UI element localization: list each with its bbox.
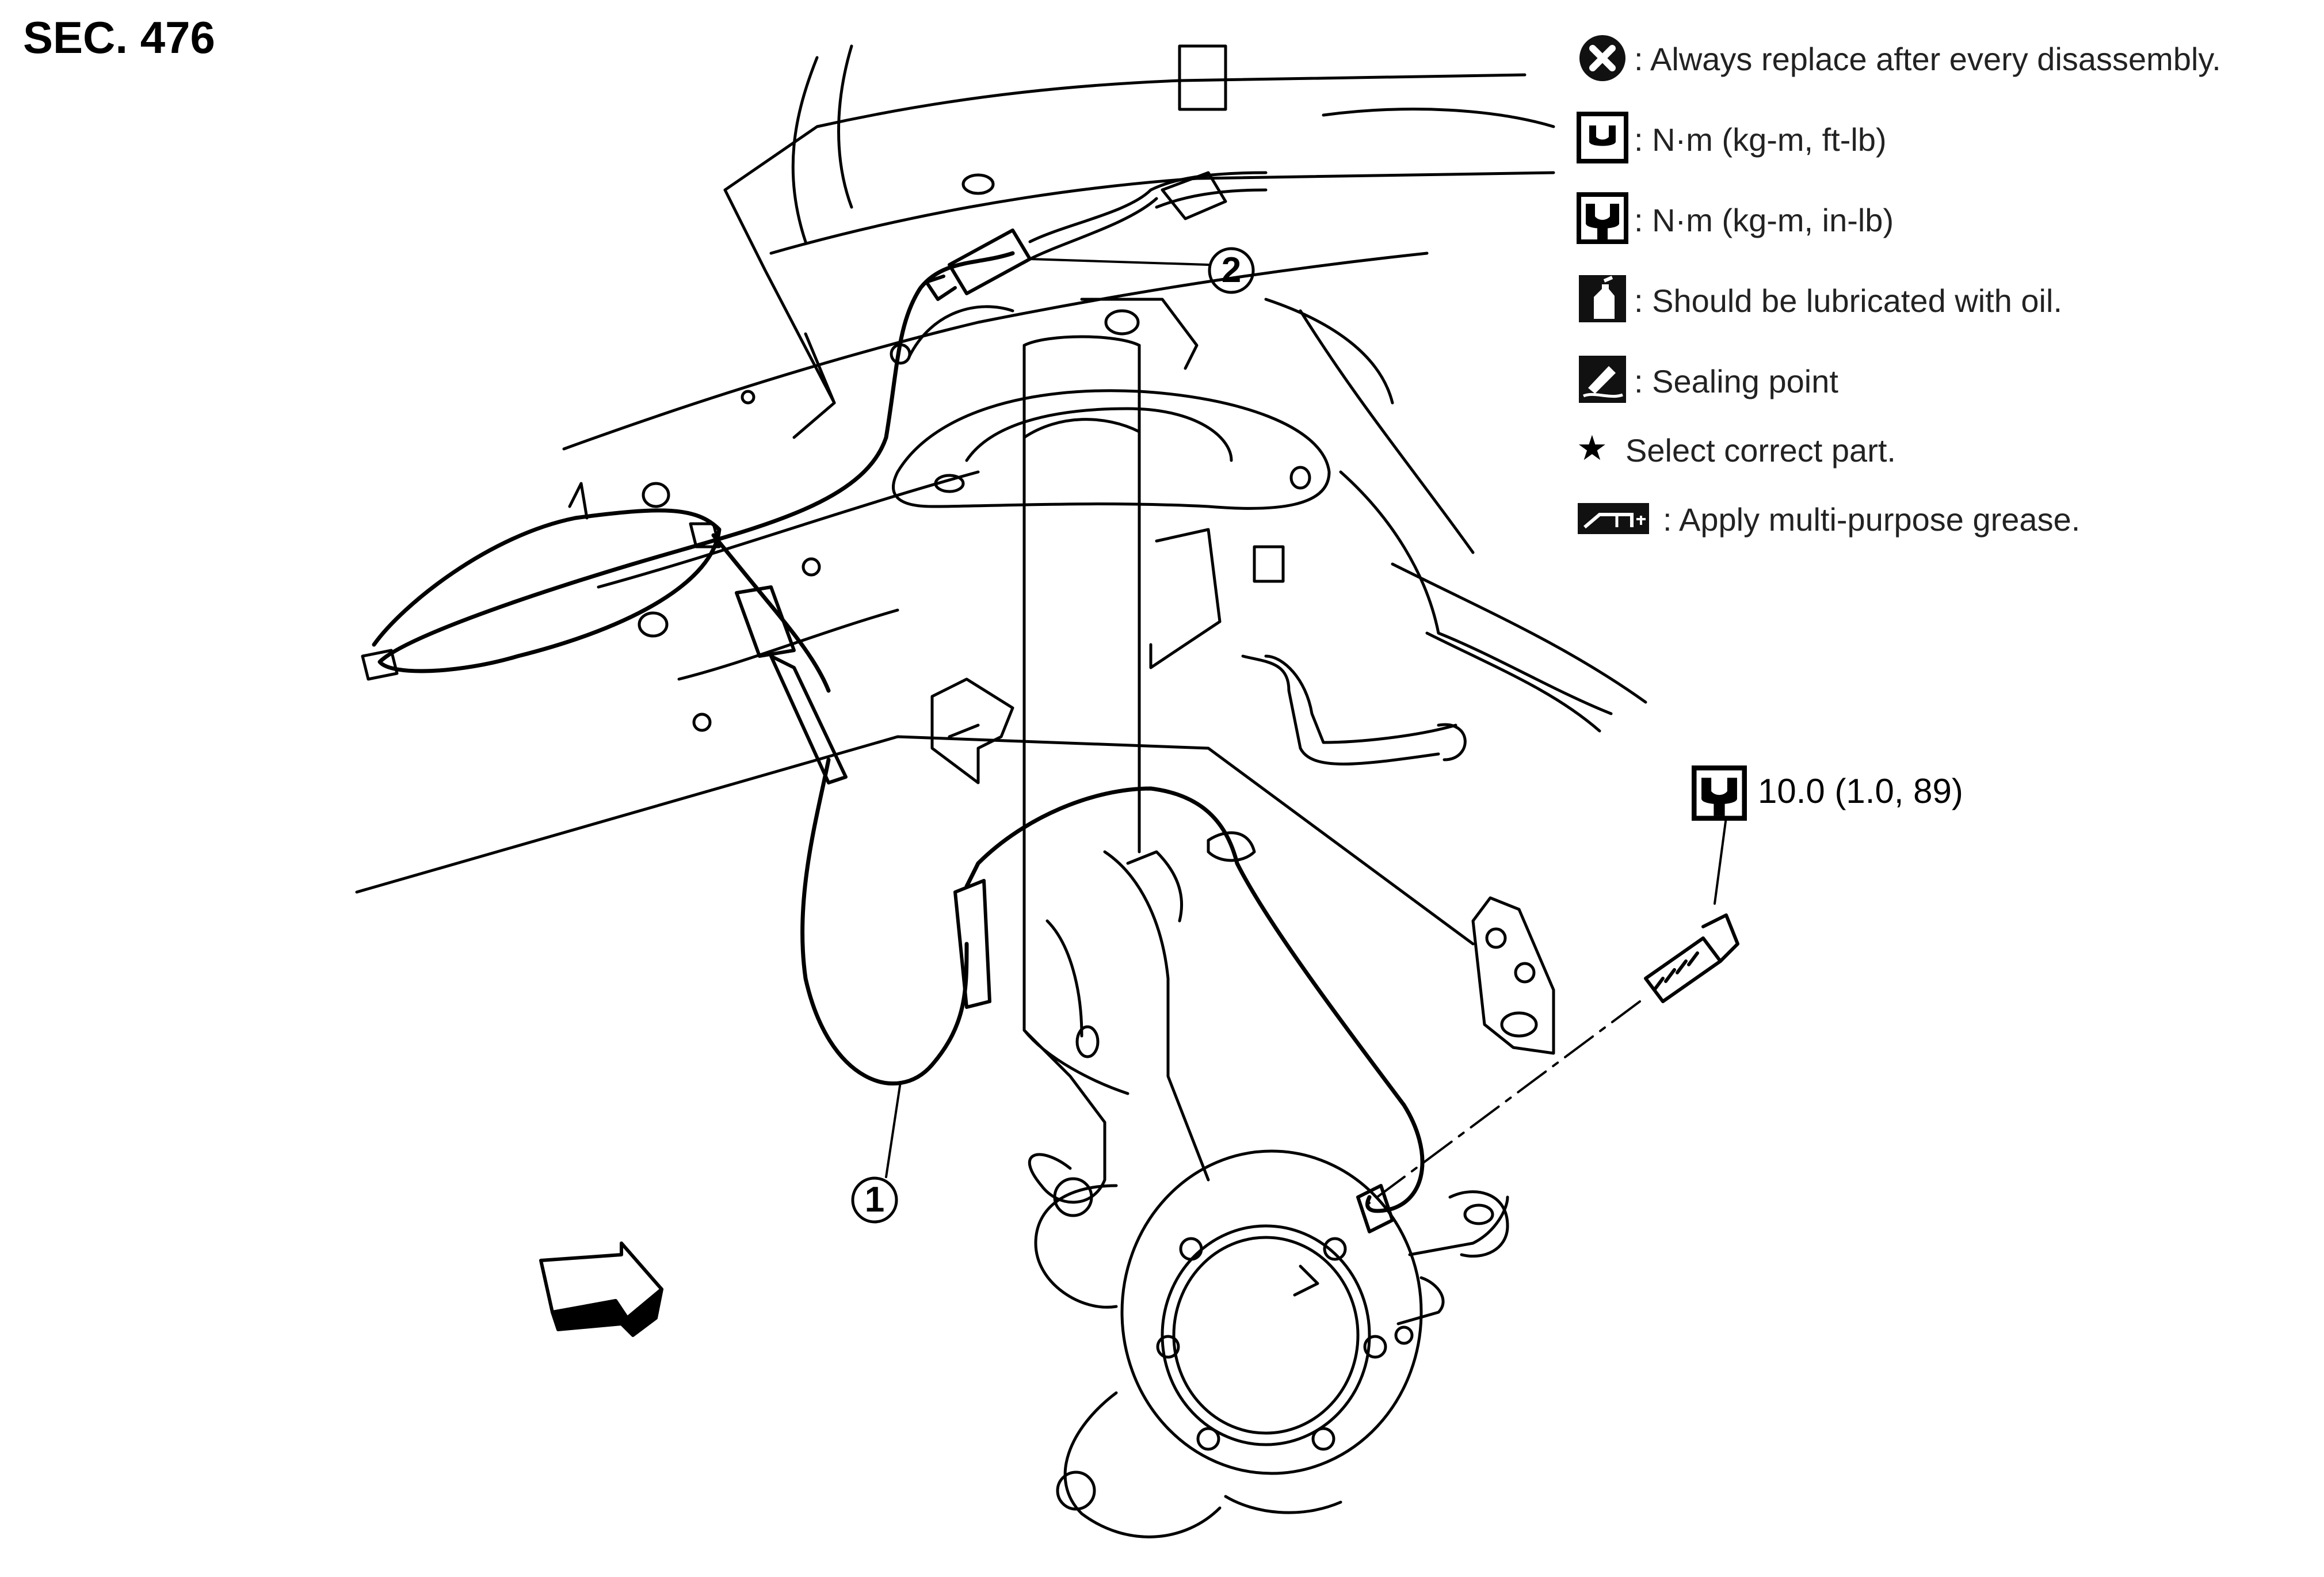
grease-icon [1578, 503, 1649, 534]
torque-value: 10.0 (1.0, 89) [1758, 772, 1963, 810]
body-holes [638, 173, 1311, 732]
callout-1: 1 [864, 1180, 885, 1220]
strut-assembly [892, 298, 1467, 854]
symbol-legend: : Always replace after every disassembly… [1577, 35, 2313, 570]
legend-text: : Should be lubricated with oil. [1634, 283, 2062, 319]
legend-text: : N·m (kg-m, in-lb) [1634, 202, 1894, 238]
harness-clips [361, 171, 1268, 862]
oil-can-icon [1579, 275, 1626, 322]
legend-row-torque-ftlb: : N·m (kg-m, ft-lb) [1577, 112, 2313, 190]
torque-wrench-icon [1577, 112, 1628, 163]
body-outline [355, 44, 1647, 946]
star-icon: ★ [1577, 429, 1608, 467]
legend-text: : N·m (kg-m, ft-lb) [1634, 121, 1887, 158]
legend-row-sealing: : Sealing point [1577, 356, 2313, 432]
legend-text: : Always replace after every disassembly… [1634, 41, 2221, 77]
always-replace-icon [1579, 35, 1625, 81]
legend-row-replace: : Always replace after every disassembly… [1577, 35, 2313, 109]
legend-row-oil: : Should be lubricated with oil. [1577, 275, 2313, 351]
sensor-harness [372, 251, 1425, 1213]
legend-text: Select correct part. [1625, 432, 1896, 468]
legend-row-torque-inlb: : N·m (kg-m, in-lb) [1577, 192, 2313, 271]
torque-wrench-filled-icon [1692, 765, 1747, 821]
sensor-connectors [735, 228, 1394, 1233]
front-arrow [539, 1241, 663, 1337]
sensor-bracket [930, 677, 1014, 784]
torque-wrench-filled-icon [1577, 192, 1628, 244]
callout-2: 2 [1221, 250, 1242, 290]
legend-row-grease: : Apply multi-purpose grease. [1577, 501, 2313, 570]
section-label: SEC. 476 [23, 12, 215, 63]
bolt [1644, 913, 1739, 1003]
sealing-point-icon [1579, 356, 1626, 403]
legend-row-star: ★ Select correct part. [1577, 429, 2313, 501]
steering-knuckle [1022, 827, 1509, 1538]
side-bracket [1471, 896, 1555, 1055]
legend-text: : Apply multi-purpose grease. [1663, 501, 2081, 538]
legend-text: : Sealing point [1634, 363, 1838, 399]
